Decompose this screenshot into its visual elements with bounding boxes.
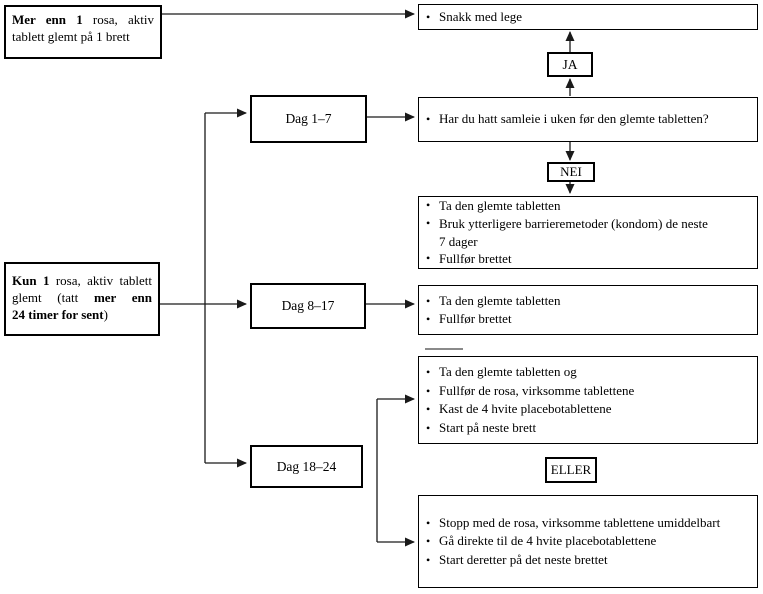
day-8-17-box: Dag 8–17 xyxy=(250,283,366,329)
day-18-24-option2-box: • Stopp med de rosa, virksomme tabletten… xyxy=(418,495,758,588)
bullet-item: • Ta den glemte tabletten xyxy=(426,197,751,215)
after-nei-actions-box: • Ta den glemte tabletten • Bruk ytterli… xyxy=(418,196,758,269)
talk-to-doctor-box: • Snakk med lege xyxy=(418,4,758,30)
bullet-text: Fullfør brettet xyxy=(439,251,512,267)
condition-text: rosa, aktiv tablett xyxy=(49,273,153,288)
nei-label-box: NEI xyxy=(547,162,595,182)
day-18-24-option1-box: • Ta den glemte tabletten og • Fullfør d… xyxy=(418,356,758,444)
day-1-7-box: Dag 1–7 xyxy=(250,95,367,143)
bullet-item: • Ta den glemte tabletten og xyxy=(426,363,751,382)
bullet-icon: • xyxy=(426,383,431,398)
condition-line: Kun 1 rosa, aktiv tablett xyxy=(12,272,152,289)
bullet-icon: • xyxy=(426,293,431,308)
bullet-text: Stopp med de rosa, virksomme tablettene … xyxy=(439,514,721,530)
question-box: • Har du hatt samleie i uken før den gle… xyxy=(418,97,758,142)
eller-label: ELLER xyxy=(550,462,592,477)
bullet-item: • Start på neste brett xyxy=(426,419,751,438)
bullet-item: • Start deretter på det neste brettet xyxy=(426,551,751,570)
bullet-item: • Fullfør de rosa, virksomme tablettene xyxy=(426,382,751,401)
bullet-text: Ta den glemte tabletten xyxy=(439,292,561,308)
bullet-item: • Kast de 4 hvite placebotablettene xyxy=(426,400,751,419)
bullet-item: • Har du hatt samleie i uken før den gle… xyxy=(426,110,751,129)
bullet-icon: • xyxy=(426,402,431,416)
bullet-text: Har du hatt samleie i uken før den glemt… xyxy=(439,111,709,127)
condition-bold-text: 24 timer for sent xyxy=(12,307,104,322)
bullet-icon: • xyxy=(426,251,431,266)
day-18-24-label: Dag 18–24 xyxy=(276,458,337,474)
bullet-text: Gå direkte til de 4 hvite placebotablett… xyxy=(439,533,657,549)
day-8-17-label: Dag 8–17 xyxy=(281,298,335,313)
bullet-item: • Fullfør brettet xyxy=(426,310,751,329)
condition-line: tablett glemt på 1 brett xyxy=(12,29,130,44)
bullet-item: • Fullfør brettet xyxy=(426,250,751,268)
condition-bold-text: Kun 1 xyxy=(12,273,50,288)
divider-dash xyxy=(425,348,463,350)
condition-bold-text: mer enn xyxy=(93,290,152,305)
bullet-icon: • xyxy=(426,198,431,213)
bullet-item: • Ta den glemte tabletten xyxy=(426,292,751,311)
bullet-item: • Stopp med de rosa, virksomme tabletten… xyxy=(426,514,751,533)
eller-label-box: ELLER xyxy=(545,457,597,483)
bullet-text: Kast de 4 hvite placebotablettene xyxy=(439,401,612,416)
bullet-item: • Snakk med lege xyxy=(426,8,751,27)
bullet-icon: • xyxy=(426,112,431,127)
condition-line: 24 timer for sent) xyxy=(12,306,152,323)
condition-bold-text: Mer enn 1 xyxy=(12,12,83,27)
bullet-text: Ta den glemte tabletten xyxy=(439,198,561,214)
condition-text: glemt (tatt xyxy=(12,290,94,305)
day-1-7-label: Dag 1–7 xyxy=(285,111,332,126)
ja-label-box: JA xyxy=(547,52,593,77)
condition-more-than-one-box: Mer enn 1 rosa, aktiv tablett glemt på 1… xyxy=(4,5,162,59)
nei-label: NEI xyxy=(560,164,582,179)
bullet-icon: • xyxy=(426,9,431,24)
bullet-item: • Bruk ytterligere barrieremetoder (kond… xyxy=(426,215,751,250)
bullet-text: Start deretter på det neste brettet xyxy=(439,551,608,567)
bullet-text: Fullfør brettet xyxy=(439,311,512,326)
bullet-icon: • xyxy=(426,365,431,379)
bullet-text: Start på neste brett xyxy=(439,419,537,435)
bullet-icon: • xyxy=(426,420,431,435)
condition-only-one-box: Kun 1 rosa, aktiv tablett glemt (tatt me… xyxy=(4,262,160,336)
bullet-icon: • xyxy=(426,215,431,230)
bullet-icon: • xyxy=(426,312,431,326)
bullet-icon: • xyxy=(426,515,431,530)
condition-text: ) xyxy=(103,307,108,322)
condition-line: Mer enn 1 rosa, aktiv xyxy=(12,11,154,28)
bullet-text: Fullfør de rosa, virksomme tablettene xyxy=(439,382,635,398)
bullet-icon: • xyxy=(426,534,431,549)
day-8-17-actions-box: • Ta den glemte tabletten • Fullfør bret… xyxy=(418,285,758,335)
condition-line: glemt (tatt mer enn xyxy=(12,289,152,306)
ja-label: JA xyxy=(562,56,578,72)
condition-text: rosa, aktiv xyxy=(82,12,154,27)
day-18-24-box: Dag 18–24 xyxy=(250,445,363,488)
bullet-text: Ta den glemte tabletten og xyxy=(439,364,577,379)
bullet-icon: • xyxy=(426,552,431,567)
bullet-text: Snakk med lege xyxy=(439,8,523,24)
bullet-text: Bruk ytterligere barrieremetoder (kondom… xyxy=(439,215,708,249)
bullet-item: • Gå direkte til de 4 hvite placebotable… xyxy=(426,532,751,551)
